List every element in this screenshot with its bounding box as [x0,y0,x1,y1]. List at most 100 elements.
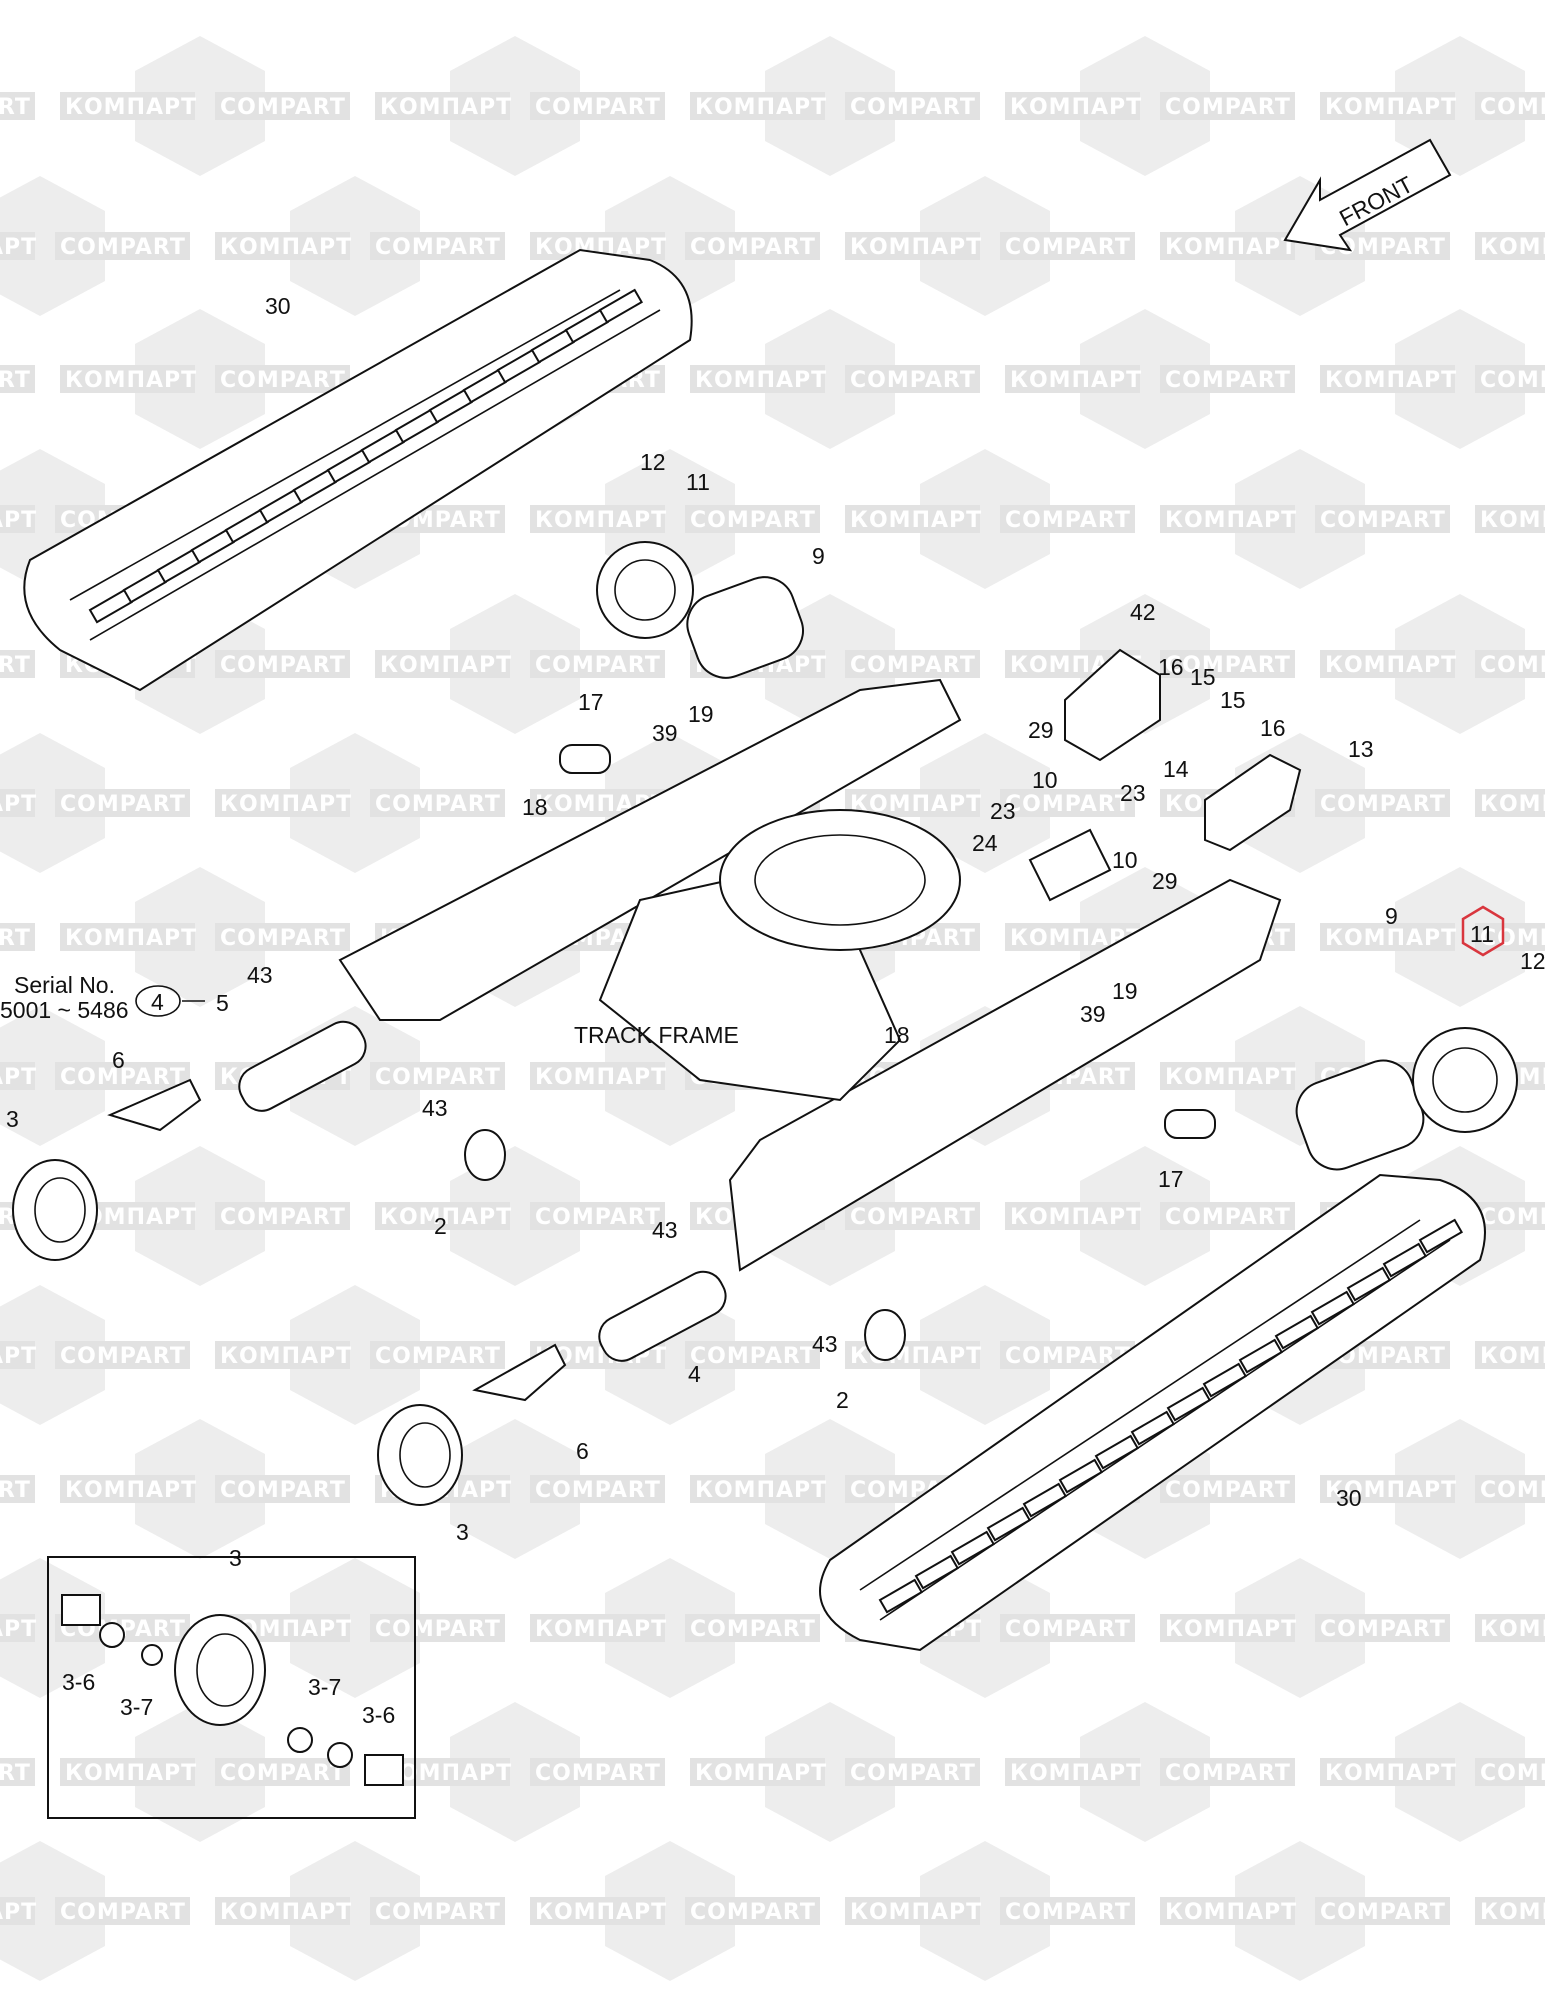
callout-30a: 30 [265,293,291,319]
watermark-text: COMPART [375,792,501,817]
track-tread [1058,1458,1104,1494]
watermark-text: КОМПАРТ [220,1900,352,1925]
watermark-logo [135,36,265,176]
callout-39a: 39 [652,720,678,746]
watermark-logo [290,1285,420,1425]
callout-30b: 30 [1336,1485,1362,1511]
watermark-text: КОМПАРТ [220,235,352,260]
watermark-text: КОМПАРТ [535,508,667,533]
watermark-text: КОМПАРТ [65,95,197,120]
callout-14: 14 [1163,756,1189,782]
watermark-logo [0,1841,105,1981]
watermark-logo [765,1419,895,1559]
serial-ref: 4 [151,989,164,1015]
callout-23a: 23 [990,798,1016,824]
watermark-text: COMPART [535,1205,661,1230]
watermark-logo [0,1558,105,1698]
inset-title: 3 [229,1545,242,1571]
watermark-logo [1395,867,1525,1007]
watermark-text: КОМПАРТ [1480,1617,1545,1642]
callout-17b: 17 [1158,1166,1184,1192]
watermark-text: COMPART [1480,653,1545,678]
watermark-logo [920,1841,1050,1981]
watermark-logo [290,1558,420,1698]
travel-motor-lower [1295,1059,1425,1171]
pin-17b [1164,1109,1216,1139]
track-tread [1310,1290,1356,1326]
watermark-logo [920,176,1050,316]
inset-callout-i36a: 3-6 [62,1669,95,1695]
callout-23b: 23 [1120,780,1146,806]
serial-range: 5001 ~ 5486 [0,997,129,1023]
callout-3a: 3 [6,1106,19,1132]
callout-5: 5 [216,990,229,1016]
watermark-text: КОМПАРТ [1325,95,1457,120]
watermark-logo [135,1419,265,1559]
watermark-logo [135,309,265,449]
track-tread [1202,1362,1248,1398]
callout-9a: 9 [812,543,825,569]
watermark-text: COMPART [850,95,976,120]
watermark-logo [605,1841,735,1981]
watermark-logo [135,1146,265,1286]
watermark-text: COMPART [60,235,186,260]
track-tread [878,1578,924,1614]
gasket-24 [1028,828,1112,902]
watermark-text: КОМПАРТ [535,1900,667,1925]
watermark-text: КОМПАРТ [1325,1478,1457,1503]
watermark-logo [920,733,1050,873]
pin-17a [559,744,611,774]
callout-11a: 11 [686,469,710,495]
watermark-text: КОМПАРТ [1325,1761,1457,1786]
watermark-logo [1395,1419,1525,1559]
watermark-logo [1080,1146,1210,1286]
callout-29a: 29 [1028,717,1054,743]
callout-43b: 43 [422,1095,448,1121]
watermark-logo [920,449,1050,589]
watermark-text: КОМПАРТ [220,1344,352,1369]
watermark-logo [1395,594,1525,734]
watermark-text: КОМПАРТ [535,1617,667,1642]
watermark-text: COMPART [1165,1205,1291,1230]
watermark-text: COMPART [375,235,501,260]
idler-fork-6b [472,1343,567,1402]
watermark-text: COMPART [1165,653,1291,678]
watermark-logo [1235,1558,1365,1698]
watermark-text: КОМПАРТ [0,1065,37,1090]
track-tread [598,288,644,324]
watermark-text: COMPART [60,1344,186,1369]
watermark-text: КОМПАРТ [1480,1344,1545,1369]
watermark-text: КОМПАРТ [1010,95,1142,120]
inset-callout-i37b: 3-7 [308,1674,341,1700]
watermark-text: COMPART [1165,368,1291,393]
idler-fork-6a [107,1078,202,1132]
watermark-text: COMPART [220,1205,346,1230]
watermark-text: COMPART [220,653,346,678]
callout-4: 4 [688,1361,701,1387]
idler-detail-inset: 3 3-63-73-73-6 [47,1545,416,1819]
watermark-text: COMPART [850,1205,976,1230]
watermark-logo [450,1702,580,1842]
track-tread [950,1530,996,1566]
sprocket-upper [596,541,694,639]
track-tread [1130,1410,1176,1446]
watermark-text: COMPART [375,1617,501,1642]
track-tread [1022,1482,1068,1518]
callout-29b: 29 [1152,868,1178,894]
watermark-text: COMPART [220,926,346,951]
spring-5 [238,1020,367,1112]
watermark-text: COMPART [0,95,31,120]
inset-callout-i37a: 3-7 [120,1694,153,1720]
roller-2a [464,1129,506,1181]
watermark-logo [290,733,420,873]
watermark-text: КОМПАРТ [0,1900,37,1925]
callout-43d: 43 [812,1331,838,1357]
watermark-logo [450,1146,580,1286]
callout-9b: 9 [1385,903,1398,929]
watermark-text: КОМПАРТ [1325,368,1457,393]
watermark-text: COMPART [1005,1900,1131,1925]
highlight-hexagon [1461,905,1505,957]
callout-10b: 10 [1112,847,1138,873]
watermark-text: COMPART [375,1065,501,1090]
